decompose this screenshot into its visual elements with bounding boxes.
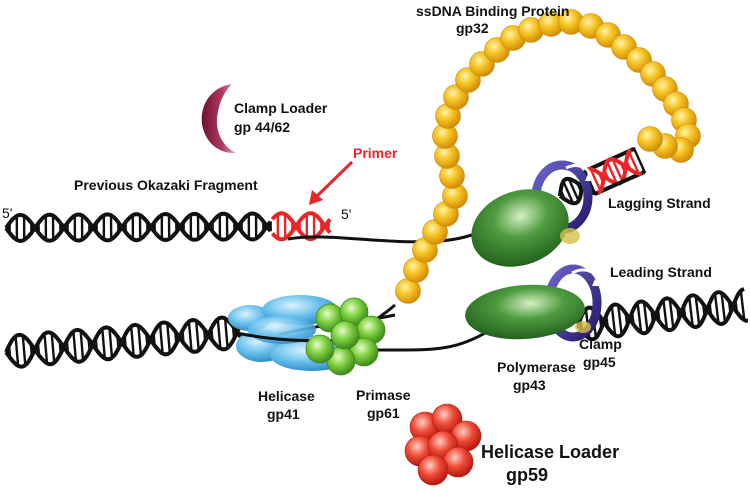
helicase-title: Helicase	[258, 388, 315, 404]
polymerase-id: gp43	[513, 377, 546, 393]
lagging-polymerase	[471, 160, 593, 267]
clamp-id: gp45	[583, 354, 616, 370]
primase-id: gp61	[367, 405, 400, 421]
okazaki-fragment-helix	[4, 211, 332, 243]
parental-dna-helix	[4, 315, 243, 369]
helicase-loader-id: gp59	[506, 465, 548, 485]
polymerase-title: Polymerase	[497, 359, 576, 375]
five-prime-end-left: 5'	[2, 205, 12, 221]
helicase-loader-title: Helicase Loader	[481, 442, 619, 462]
clamp-title: Clamp	[579, 336, 622, 352]
primase-title: Primase	[356, 387, 411, 403]
helicase-loader-cluster	[404, 403, 482, 486]
leading-strand-label: Leading Strand	[610, 264, 712, 280]
clamp-loader-title: Clamp Loader	[234, 100, 328, 116]
ssdna-binding-protein-title: ssDNA Binding Protein	[416, 3, 570, 19]
ssdna-binding-protein-chain	[395, 9, 701, 304]
primer-label: Primer	[353, 145, 398, 161]
leading-polymerase	[465, 264, 602, 342]
primase-subunit	[305, 334, 335, 364]
lagging-strand-label: Lagging Strand	[608, 195, 711, 211]
primase-subunit	[330, 320, 360, 350]
helicase-id: gp41	[267, 406, 300, 422]
primer-arrow	[309, 160, 354, 205]
ssdna-binding-protein-id: gp32	[456, 20, 489, 36]
five-prime-end-primer: 5'	[341, 206, 351, 222]
ssb-bead	[637, 126, 663, 152]
primase-cluster	[305, 297, 386, 376]
clamp-loader-shape	[201, 84, 236, 154]
leading-strand-helix	[576, 287, 749, 342]
okazaki-fragment-label: Previous Okazaki Fragment	[74, 177, 258, 193]
clamp-loader-id: gp 44/62	[234, 119, 290, 135]
helicase-loader-subunit	[417, 454, 449, 486]
